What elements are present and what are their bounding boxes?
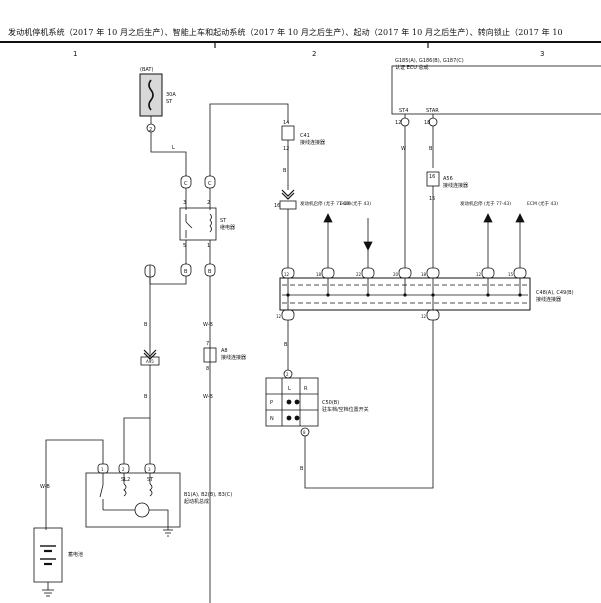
pin-number: 1 bbox=[207, 243, 210, 249]
fuse-label: (BAT) bbox=[140, 67, 153, 73]
pin-number: 14 bbox=[283, 120, 289, 126]
c41-arrow-icon bbox=[281, 189, 295, 197]
switch-position: N bbox=[270, 416, 274, 422]
switch-position: P bbox=[270, 400, 273, 406]
motor-icon bbox=[134, 502, 150, 518]
ecu-pin-name: ST4 bbox=[399, 108, 408, 114]
pin-number: 5 bbox=[183, 243, 186, 249]
pin-number: 18 bbox=[421, 272, 427, 277]
a8-code: A8 bbox=[221, 348, 228, 354]
pin-number: 3 bbox=[183, 200, 186, 206]
pin-number: 2 bbox=[122, 467, 125, 472]
pin-number: 1 bbox=[101, 467, 104, 472]
park-switch-body bbox=[265, 377, 319, 427]
pin-number: 8 bbox=[206, 366, 209, 372]
wire-color: B bbox=[284, 342, 288, 348]
column-label-1: 1 bbox=[73, 50, 77, 58]
pin-letter: B bbox=[208, 269, 212, 275]
signal-arrow-up-icon bbox=[323, 213, 333, 223]
pin-number: 16 bbox=[274, 203, 280, 209]
junction-name: 接线连接器 bbox=[536, 296, 561, 303]
pin-number: 2 bbox=[149, 127, 152, 133]
pin-number: 22 bbox=[356, 272, 362, 277]
a56-name: 接线连接器 bbox=[443, 182, 468, 189]
wire-color: B bbox=[429, 146, 433, 152]
wire-color: W-B bbox=[203, 322, 213, 328]
c41-name: 接线连接器 bbox=[300, 139, 325, 146]
wire-color: B bbox=[300, 466, 304, 472]
a95-code: A95 bbox=[146, 359, 154, 364]
pin-number: 15 bbox=[508, 272, 514, 277]
wire-color: B bbox=[144, 394, 148, 400]
wire-color: B bbox=[283, 168, 287, 174]
battery-name: 蓄电池 bbox=[68, 551, 83, 558]
signal-label: ECM (尤于 43) bbox=[527, 200, 558, 207]
pin-number: 18 bbox=[316, 272, 322, 277]
switch-name: 驻车档/空档位置开关 bbox=[322, 406, 369, 413]
starter-body bbox=[85, 472, 181, 528]
signal-arrow-down-icon bbox=[363, 241, 373, 251]
a8-name: 接线连接器 bbox=[221, 354, 246, 361]
pin-number: 12 bbox=[395, 120, 401, 126]
header-title: 发动机停机系统（2017 年 10 月之后生产）、智能上车和起动系统（2017 … bbox=[8, 28, 563, 37]
relay-name: 继电器 bbox=[220, 224, 235, 231]
starter-pin-name: SL2 bbox=[121, 477, 130, 483]
a95-arrow-icon bbox=[143, 349, 157, 357]
c41-code: C41 bbox=[300, 133, 310, 139]
switch-position: L bbox=[288, 386, 291, 392]
pin-letter: B bbox=[184, 269, 188, 275]
pin-number: 12 bbox=[476, 272, 482, 277]
fuse-rating: 30A bbox=[166, 92, 176, 98]
junction-code: C48(A), C49(B) bbox=[536, 290, 574, 296]
a56-code: A56 bbox=[443, 176, 453, 182]
switch-position: R bbox=[304, 386, 308, 392]
signal-arrow-up-icon bbox=[483, 213, 493, 223]
fuse-name: ST bbox=[166, 99, 173, 105]
a8-connector bbox=[203, 347, 217, 363]
wire-color: W bbox=[401, 146, 406, 152]
header-rule bbox=[0, 41, 601, 43]
signal-label: 发动机启停 (尤于 77-43) bbox=[460, 200, 511, 207]
signal-label: ECM (尤于 43) bbox=[340, 200, 371, 207]
pin-number: 2 bbox=[286, 372, 289, 377]
wire-color: W-B bbox=[203, 394, 213, 400]
signal-label: 发动机启停 (尤于 77-43) bbox=[300, 200, 351, 207]
ecu-code: G185(A), G186(B), G187(C) bbox=[395, 58, 464, 64]
relay-code: ST bbox=[220, 218, 227, 224]
pin-letter: C bbox=[208, 181, 212, 187]
fuse-symbol-icon bbox=[148, 79, 154, 111]
pin-letter: C bbox=[184, 181, 188, 187]
wire-color: L bbox=[172, 145, 175, 151]
pin-number: 15 bbox=[429, 196, 435, 202]
pin-number: 20 bbox=[393, 272, 399, 277]
pin-number: 12 bbox=[421, 314, 427, 319]
ecu-name: 认证 ECU 总成 bbox=[395, 64, 429, 71]
wire-color: B bbox=[144, 322, 148, 328]
starter-code: B1(A), B2(B), B3(C) bbox=[184, 492, 232, 498]
wire-color: W-B bbox=[40, 484, 50, 490]
pin-number: 3 bbox=[148, 467, 151, 472]
pin-number: 2 bbox=[207, 200, 210, 206]
pin-number: 18 bbox=[424, 120, 430, 126]
relay-coil-icon bbox=[209, 213, 212, 233]
st-relay-body bbox=[179, 207, 217, 241]
page-header: 发动机停机系统（2017 年 10 月之后生产）、智能上车和起动系统（2017 … bbox=[0, 0, 601, 44]
ecu-box bbox=[391, 65, 601, 115]
starter-pin-name: ST bbox=[147, 477, 154, 483]
switch-code: C50(B) bbox=[322, 400, 339, 406]
battery-body bbox=[33, 527, 63, 583]
signal-arrow-up-icon bbox=[515, 213, 525, 223]
pin-number: 12 bbox=[284, 272, 290, 277]
c41-connector bbox=[281, 125, 295, 141]
pin-number: 16 bbox=[429, 174, 435, 180]
pin-number: 8 bbox=[303, 430, 306, 435]
pin-number: 12 bbox=[276, 314, 282, 319]
pin-number: 7 bbox=[206, 341, 209, 347]
column-label-3: 3 bbox=[540, 50, 544, 58]
pin-number: 12 bbox=[283, 146, 289, 152]
column-label-2: 2 bbox=[312, 50, 316, 58]
starter-name: 起动机总成 bbox=[184, 498, 209, 505]
ecu-pin-name: STAR bbox=[426, 108, 439, 114]
